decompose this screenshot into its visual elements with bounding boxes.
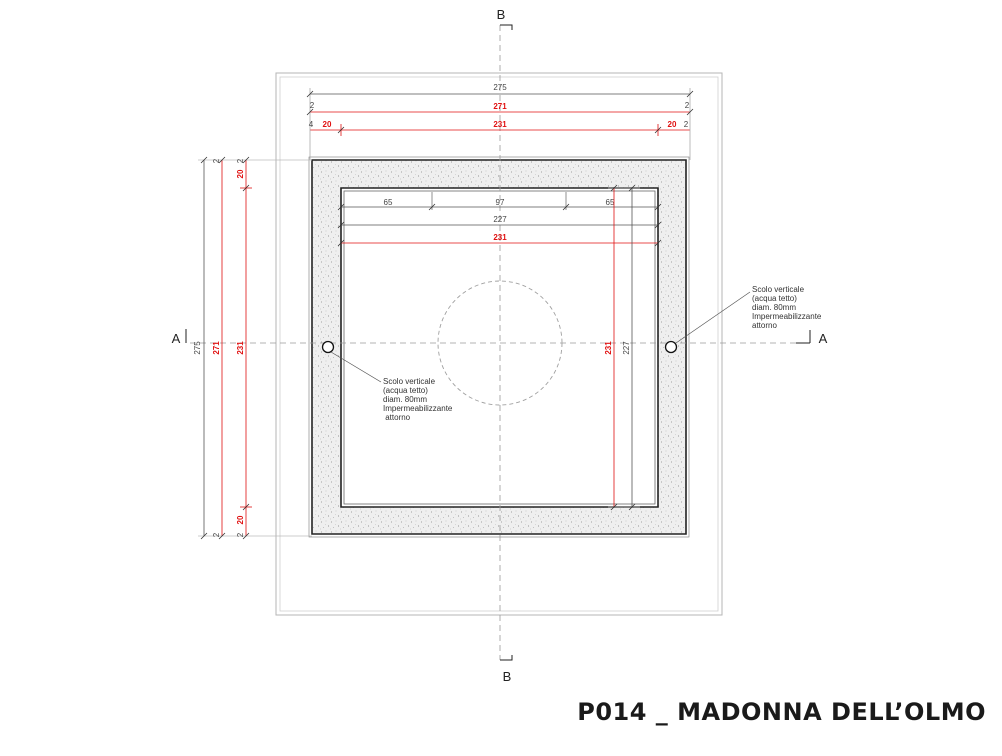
drain-left-line-5: attorno bbox=[383, 413, 411, 422]
dim-left-275: 275 bbox=[193, 341, 202, 355]
section-b-bottom-label: B bbox=[503, 669, 512, 684]
drain-left-line-2: (acqua tetto) bbox=[383, 386, 428, 395]
right-inner-dimension-lines bbox=[608, 184, 640, 511]
dim-left-2-bottom: 2 bbox=[212, 532, 221, 537]
inner-dimension-lines bbox=[337, 192, 662, 247]
dim-inner-231: 231 bbox=[493, 233, 507, 242]
dim-top-231: 231 bbox=[493, 120, 507, 129]
dim-inner-97: 97 bbox=[496, 198, 505, 207]
drain-left-line-3: diam. 80mm bbox=[383, 395, 427, 404]
drain-right-annotation: Scolo verticale (acqua tetto) diam. 80mm… bbox=[752, 285, 822, 330]
dim-left-20-bottom: 20 bbox=[236, 515, 245, 524]
dim-inner-227: 227 bbox=[493, 215, 507, 224]
dim-left-2-top: 2 bbox=[212, 158, 221, 163]
concrete-wall bbox=[308, 156, 690, 538]
drain-right-line-1: Scolo verticale bbox=[752, 285, 805, 294]
dim-top-271: 271 bbox=[493, 102, 507, 111]
drain-right-icon bbox=[664, 340, 678, 354]
drain-right-line-2: (acqua tetto) bbox=[752, 294, 797, 303]
dim-left-271: 271 bbox=[212, 341, 221, 355]
drain-right-line-5: attorno bbox=[752, 321, 777, 330]
dim-top-2-left: 2 bbox=[310, 101, 315, 110]
section-a-right-label: A bbox=[819, 331, 828, 346]
dim-right-227: 227 bbox=[622, 341, 631, 355]
drain-left-line-4: Impermeabilizzante bbox=[383, 404, 453, 413]
dim-top-275: 275 bbox=[493, 83, 507, 92]
dim-left-2-bottom-b: 2 bbox=[236, 532, 245, 537]
top-dimension-lines bbox=[306, 88, 694, 160]
base-slab bbox=[275, 72, 723, 616]
dim-left-20-top: 20 bbox=[236, 169, 245, 178]
drain-right-line-3: diam. 80mm bbox=[752, 303, 796, 312]
axis-lines bbox=[190, 25, 800, 660]
section-marker-lines bbox=[185, 24, 811, 661]
project-title: P014 _ MADONNA DELL’OLMO bbox=[577, 698, 986, 726]
drain-left-line-1: Scolo verticale bbox=[383, 377, 436, 386]
dim-top-20-left: 20 bbox=[323, 120, 332, 129]
leader-lines bbox=[330, 291, 751, 383]
section-b-top-label: B bbox=[497, 7, 506, 22]
section-a-left-label: A bbox=[172, 331, 181, 346]
left-dimension-lines bbox=[198, 156, 312, 540]
dim-top-2-right-b: 2 bbox=[684, 120, 689, 129]
drain-right-line-4: Impermeabilizzante bbox=[752, 312, 822, 321]
drain-left-annotation: Scolo verticale (acqua tetto) diam. 80mm… bbox=[383, 377, 453, 422]
central-circle-outline bbox=[437, 280, 563, 406]
drain-left-icon bbox=[321, 340, 335, 354]
dim-inner-65-right: 65 bbox=[606, 198, 615, 207]
dim-top-2-right: 2 bbox=[685, 101, 690, 110]
dim-inner-65-left: 65 bbox=[384, 198, 393, 207]
dim-left-2-top-b: 2 bbox=[236, 158, 245, 163]
dim-left-231: 231 bbox=[236, 341, 245, 355]
dim-right-231: 231 bbox=[604, 341, 613, 355]
dim-top-20-right: 20 bbox=[668, 120, 677, 129]
dim-top-4-left: 4 bbox=[309, 120, 314, 129]
